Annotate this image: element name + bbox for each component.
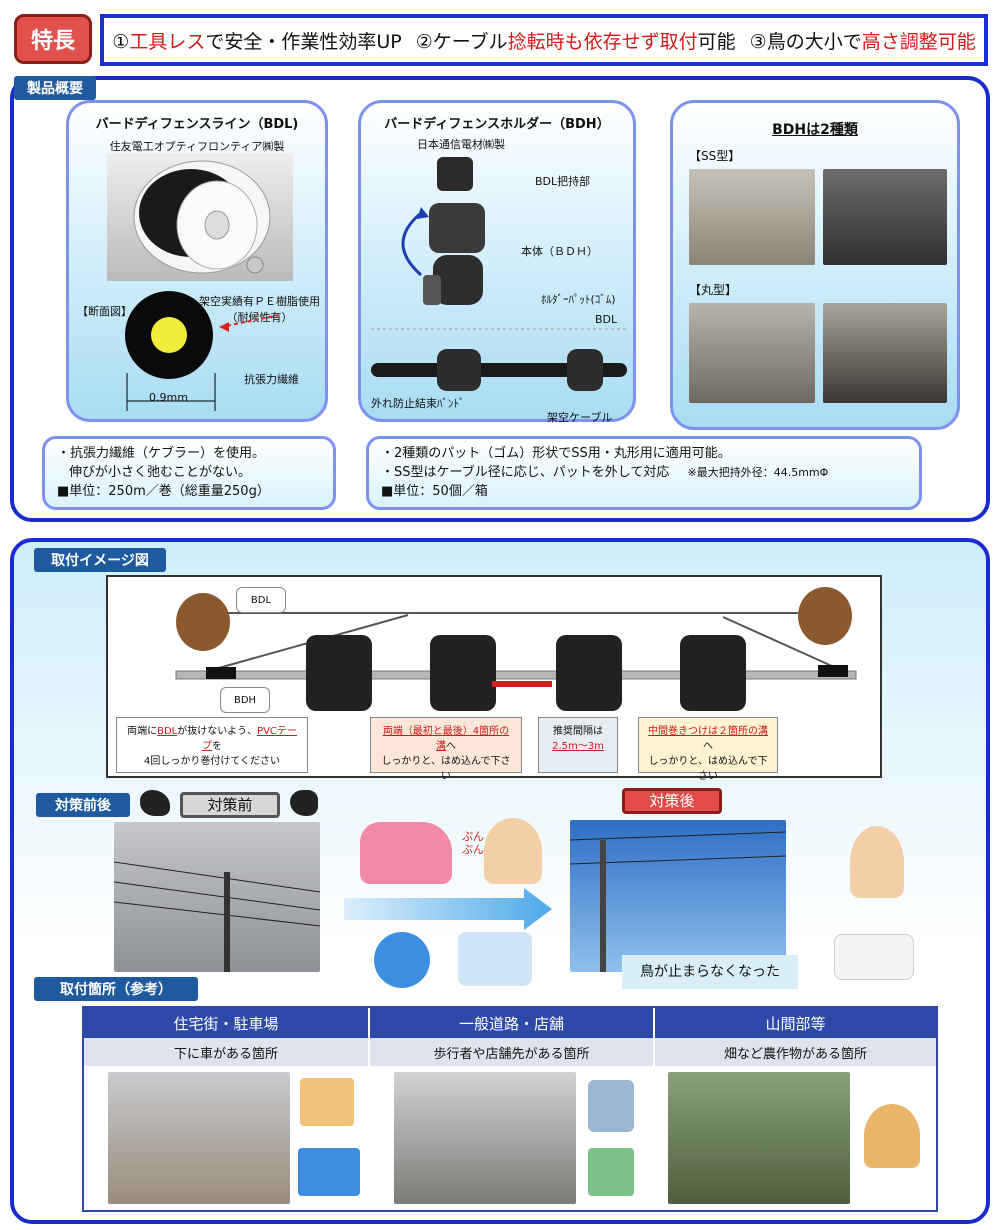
cross-section-diagram	[125, 291, 213, 379]
sleepless-person-illustration	[458, 932, 532, 986]
grip-label: BDL把持部	[535, 175, 591, 188]
crow-icon-left	[140, 790, 170, 816]
pad-label: ﾎﾙﾀﾞｰﾊﾟｯﾄ(ｺﾞﾑ)	[541, 293, 616, 306]
bdl-title: バードディフェンスライン（BDL)	[95, 117, 299, 132]
loc-photo-residential	[108, 1072, 290, 1204]
install-label: 取付イメージ図	[34, 548, 166, 572]
car-illustration	[360, 822, 452, 884]
bdh-maker: 日本通信電材㈱製	[417, 138, 505, 151]
arrow-coat	[219, 314, 280, 332]
diameter-arrow	[126, 373, 216, 411]
loc-sub-3: 畑など農作物がある箇所	[655, 1038, 936, 1066]
callout-middle-grooves: 中間巻きつけは２箇所の溝へ しっかりと、はめ込んで下さい	[638, 717, 778, 782]
spool-drawing	[133, 160, 271, 274]
loc-head-2: 一般道路・店舗	[370, 1008, 655, 1038]
angry-text: ぷん ぷん	[462, 830, 484, 857]
loc-sub-2: 歩行者や店舗先がある箇所	[370, 1038, 655, 1066]
callout-spacing: 推奨間隔は 2.5m～3m	[538, 717, 618, 773]
bdh-holder-drawing	[423, 157, 485, 305]
type-ss-label: 【SS型】	[689, 149, 741, 163]
sleeping-person-illustration	[834, 934, 914, 980]
loc-sub-1: 下に車がある箇所	[84, 1038, 370, 1066]
before-tag: 対策前	[180, 792, 280, 818]
angry-person-illustration	[484, 818, 542, 884]
bdl-ref-label: BDL	[595, 313, 618, 326]
after-caption: 鳥が止まらなくなった	[622, 955, 798, 989]
bird-right	[798, 587, 852, 645]
ss-photo-2	[823, 169, 947, 265]
loc-photo-road	[394, 1072, 576, 1204]
bdh-types-card: BDHは2種類 【SS型】 【丸型】	[670, 100, 960, 430]
band-label: 外れ防止結束ﾊﾞﾝﾄﾞ	[371, 397, 465, 410]
type-round-label: 【丸型】	[689, 283, 738, 297]
bdl-spool-image	[107, 153, 293, 281]
before-photo	[113, 822, 321, 972]
pedestrians-icon	[588, 1080, 634, 1132]
overview-panel	[10, 76, 990, 522]
after-wires-drawing	[569, 831, 787, 972]
locations-label: 取付箇所（参考）	[34, 977, 198, 1001]
callout-end-grooves: 両端（最初と最後）4箇所の溝へ しっかりと、はめ込んで下さい	[370, 717, 522, 782]
feature-badge: 特長	[14, 14, 92, 64]
bdh-title: バードディフェンスホルダー（BDH）	[384, 117, 610, 132]
coat-label: 架空実績有ＰＥ樹脂使用 （耐候性有）	[199, 295, 320, 324]
shop-icon	[588, 1148, 634, 1196]
wires-drawing	[113, 861, 321, 972]
bdl-card: バードディフェンスライン（BDL) 住友電工オプティフロンティア㈱製 【断面図】…	[66, 100, 328, 422]
fiber-label: 抗張力繊維	[244, 373, 299, 386]
overview-label: 製品概要	[14, 76, 96, 100]
before-after-arrow	[344, 888, 552, 930]
install-diagram: BDL BDH 両端にBDLが抜けないよう、PVCテープを 4回しっかり巻付けて…	[106, 575, 882, 782]
bdh-tag: BDH	[220, 687, 270, 713]
rotate-arrow	[401, 207, 429, 277]
singing-bird-illustration	[374, 932, 430, 988]
install-drawing	[175, 612, 857, 711]
farmer-icon	[864, 1104, 920, 1168]
bird-left	[176, 593, 230, 651]
loc-head-3: 山間部等	[655, 1008, 936, 1038]
cable-drawing	[371, 328, 627, 391]
feature-1: ①工具レスで安全・作業性効率UP	[112, 30, 402, 53]
types-title: BDHは2種類	[772, 122, 858, 138]
parking-icon	[298, 1148, 360, 1196]
feature-2: ②ケーブル捻転時も依存せず取付可能	[415, 30, 736, 53]
crow-icon-right	[290, 790, 318, 816]
bdl-maker: 住友電工オプティフロンティア㈱製	[109, 140, 285, 153]
loc-head-1: 住宅街・駐車場	[84, 1008, 370, 1038]
bdh-card: バードディフェンスホルダー（BDH） 日本通信電材㈱製 BDL把持部 本体（ＢＤ…	[358, 100, 636, 424]
ss-photo-1	[689, 169, 815, 265]
feature-summary: ①工具レスで安全・作業性効率UP ②ケーブル捻転時も依存せず取付可能 ③鳥の大小…	[100, 14, 988, 66]
house-icon	[300, 1078, 354, 1126]
bdl-note: ・抗張力繊維（ケブラー）を使用。 伸びが小さく弛むことがない。 ■単位：250m…	[42, 436, 336, 510]
locations-table: 住宅街・駐車場 一般道路・店舗 山間部等 下に車がある箇所 歩行者や店舗先がある…	[82, 1006, 938, 1212]
bdl-tag: BDL	[236, 587, 286, 613]
happy-person-illustration	[850, 826, 904, 898]
body-label: 本体（ＢＤＨ）	[521, 245, 598, 258]
round-photo-2	[823, 303, 947, 403]
after-photo	[569, 820, 787, 972]
section-label: 【断面図】	[77, 305, 132, 318]
round-photo-1	[689, 303, 815, 403]
loc-photo-mountain	[668, 1072, 850, 1204]
before-after-label: 対策前後	[36, 793, 130, 817]
feature-3: ③鳥の大小で高さ調整可能	[749, 30, 976, 53]
bdh-note: ・2種類のパット（ゴム）形状でSS用・丸形用に適用可能。 ・SS型はケーブル径に…	[366, 436, 922, 510]
after-tag: 対策後	[622, 788, 722, 814]
cable-label: 架空ケーブル	[547, 411, 613, 424]
callout-pvc-tape: 両端にBDLが抜けないよう、PVCテープを 4回しっかり巻付けてください	[116, 717, 308, 773]
